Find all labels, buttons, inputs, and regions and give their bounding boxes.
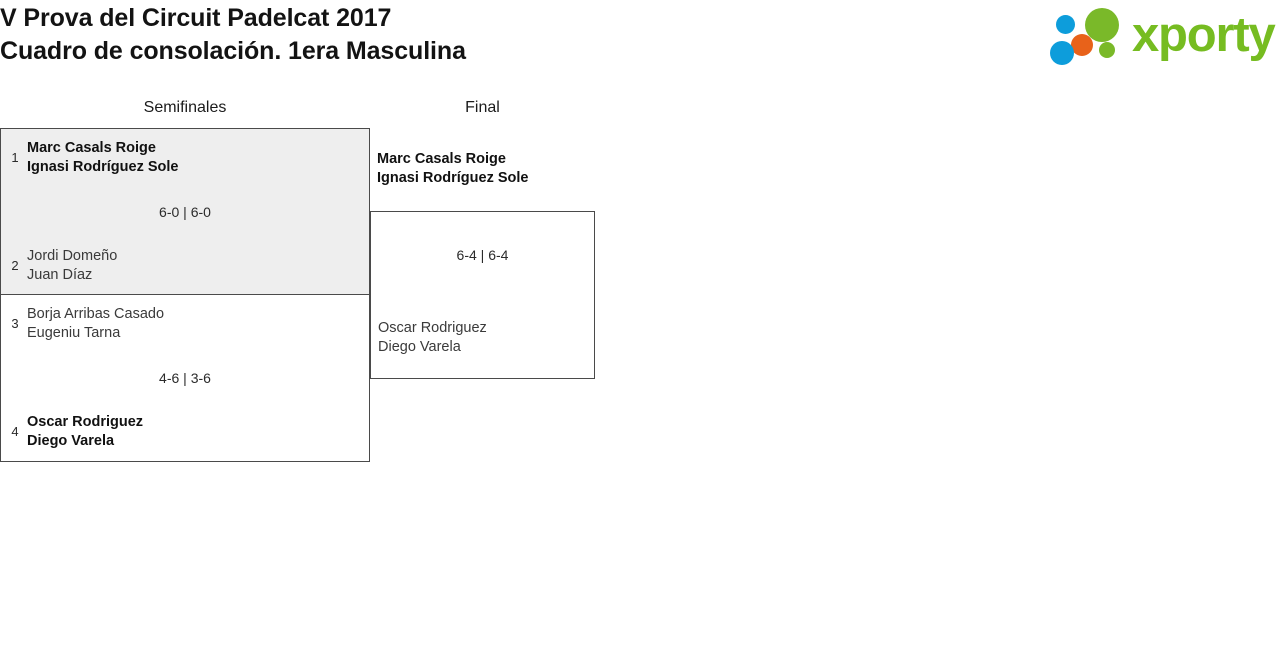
player-name: Diego Varela bbox=[378, 339, 461, 355]
final-team-top[interactable]: Marc Casals Roige Ignasi Rodríguez Sole bbox=[377, 150, 528, 188]
page-header: V Prova del Circuit Padelcat 2017 Cuadro… bbox=[0, 0, 1280, 80]
player-name: Diego Varela bbox=[27, 433, 115, 449]
player-name: Eugeniu Tarna bbox=[27, 325, 121, 341]
dot-green-small-icon bbox=[1099, 42, 1115, 58]
player-name: Ignasi Rodríguez Sole bbox=[377, 170, 529, 186]
player-name: Jordi Domeño bbox=[27, 248, 118, 264]
match-score: 6-0 | 6-0 bbox=[159, 204, 211, 220]
player-name: Borja Arribas Casado bbox=[27, 306, 165, 322]
logo-wordmark: xporty bbox=[1132, 8, 1276, 62]
round-header-semifinales: Semifinales bbox=[143, 99, 227, 116]
player-name: Juan Díaz bbox=[27, 267, 93, 283]
seed-number: 3 bbox=[11, 316, 19, 331]
round-header-final: Final bbox=[465, 99, 500, 116]
team-top[interactable]: Borja Arribas Casado Eugeniu Tarna bbox=[27, 305, 164, 343]
seed-number: 2 bbox=[11, 258, 19, 273]
player-name: Oscar Rodriguez bbox=[378, 320, 487, 336]
page-title-line-1: V Prova del Circuit Padelcat 2017 bbox=[0, 4, 392, 32]
match-final[interactable]: 6-4 | 6-4 Oscar Rodriguez Diego Varela bbox=[370, 211, 595, 379]
team-top[interactable]: Marc Casals Roige Ignasi Rodríguez Sole bbox=[27, 139, 178, 177]
player-name: Ignasi Rodríguez Sole bbox=[27, 159, 179, 175]
match-score: 6-4 | 6-4 bbox=[456, 247, 509, 263]
dot-blue-small-icon bbox=[1056, 15, 1075, 34]
seed-number: 1 bbox=[11, 150, 19, 165]
match-score: 4-6 | 3-6 bbox=[159, 370, 211, 386]
match-semifinal-1[interactable]: 1 Marc Casals Roige Ignasi Rodríguez Sol… bbox=[0, 128, 370, 295]
logo-dots-icon bbox=[1050, 7, 1128, 65]
dot-blue-large-icon bbox=[1050, 41, 1074, 65]
team-bottom[interactable]: Jordi Domeño Juan Díaz bbox=[27, 247, 117, 285]
xporty-logo[interactable]: xporty bbox=[1044, 4, 1276, 66]
team-bottom[interactable]: Oscar Rodriguez Diego Varela bbox=[27, 413, 143, 451]
match-semifinal-2[interactable]: 3 Borja Arribas Casado Eugeniu Tarna 4-6… bbox=[0, 294, 370, 462]
page-title-line-2: Cuadro de consolación. 1era Masculina bbox=[0, 37, 466, 65]
page-title: V Prova del Circuit Padelcat 2017 Cuadro… bbox=[0, 2, 900, 68]
seed-number: 4 bbox=[11, 424, 19, 439]
dot-orange-icon bbox=[1071, 34, 1093, 56]
player-name: Marc Casals Roige bbox=[377, 151, 506, 167]
dot-green-large-icon bbox=[1085, 8, 1119, 42]
player-name: Marc Casals Roige bbox=[27, 140, 156, 156]
final-team-bottom[interactable]: Oscar Rodriguez Diego Varela bbox=[378, 319, 487, 357]
player-name: Oscar Rodriguez bbox=[27, 414, 144, 430]
